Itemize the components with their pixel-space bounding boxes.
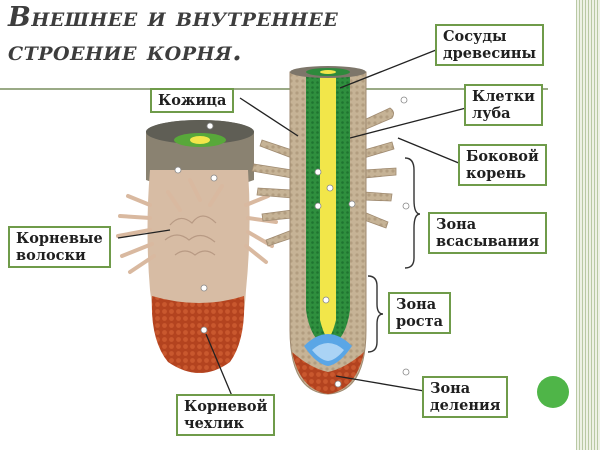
- label-phloem-cells-line-1: Клетки: [472, 88, 535, 105]
- absorption-zone-brace: [404, 157, 421, 269]
- label-root-cap-line-1: Корневой: [184, 398, 268, 415]
- label-xylem-vessels-line-1: Сосуды: [443, 28, 507, 45]
- label-growth-zone: Зона роста: [388, 292, 452, 334]
- label-absorption-zone-line-2: всасывания: [436, 233, 540, 250]
- decorative-side-stripe: [576, 0, 600, 450]
- label-absorption-zone-line-1: Зона: [436, 216, 477, 233]
- label-lateral-root-line-2: корень: [466, 165, 526, 182]
- growth-zone-brace: [367, 275, 384, 353]
- leader-lines: [117, 49, 467, 397]
- label-absorption-zone: Зона всасывания: [428, 212, 548, 254]
- section-xylem: [320, 72, 336, 338]
- label-division-zone-line-2: деления: [430, 397, 501, 414]
- page-title-line-1: Внешнее и внутреннее: [8, 2, 339, 33]
- label-phloem-cells-line-2: луба: [472, 105, 511, 122]
- label-growth-zone-line-2: роста: [396, 313, 444, 330]
- external-root-cap: [151, 296, 245, 373]
- label-lateral-root: Боковой корень: [458, 144, 547, 186]
- label-phloem-cells: Клетки луба: [464, 84, 543, 126]
- label-skin: Кожица: [150, 88, 235, 113]
- root-hairs-cluster: [116, 178, 278, 274]
- label-root-hairs-line-2: волоски: [16, 247, 86, 264]
- title-divider: [0, 88, 548, 90]
- label-growth-zone-line-1: Зона: [396, 296, 437, 313]
- label-division-zone-line-1: Зона: [430, 380, 471, 397]
- label-division-zone: Зона деления: [422, 376, 509, 418]
- root-section-view: [251, 66, 397, 395]
- label-root-hairs-line-1: Корневые: [16, 230, 103, 247]
- section-root-cap: [292, 352, 364, 394]
- label-xylem-vessels-line-2: древесины: [443, 45, 537, 62]
- marker-dots: [174, 96, 410, 388]
- label-xylem-vessels: Сосуды древесины: [435, 24, 545, 66]
- external-root-view: [116, 120, 278, 373]
- decorative-green-dot: [537, 376, 569, 408]
- label-root-cap-line-2: чехлик: [184, 415, 244, 432]
- label-skin-text: Кожица: [158, 92, 227, 109]
- label-root-hairs: Корневые волоски: [8, 226, 111, 268]
- label-root-cap: Корневой чехлик: [176, 394, 276, 436]
- label-lateral-root-line-1: Боковой: [466, 148, 539, 165]
- zone-braces: [367, 157, 421, 353]
- page-title-line-2: строение корня.: [8, 36, 243, 67]
